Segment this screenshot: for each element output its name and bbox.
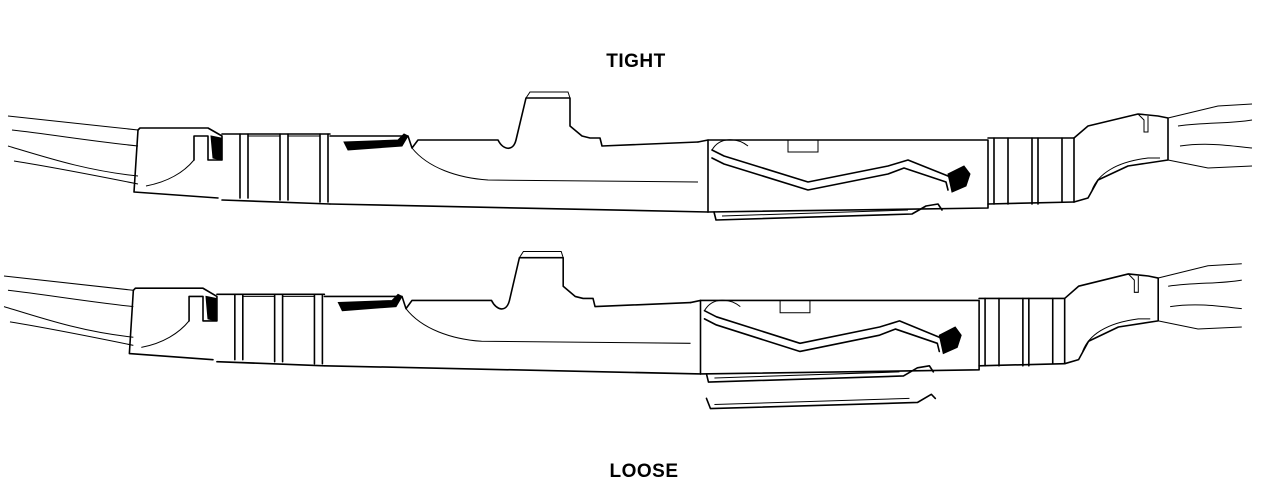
loose-label: LOOSE <box>609 461 679 482</box>
tight-label: TIGHT <box>606 51 666 72</box>
loose-terminal <box>3 250 1243 410</box>
tight-terminal <box>7 91 1253 221</box>
